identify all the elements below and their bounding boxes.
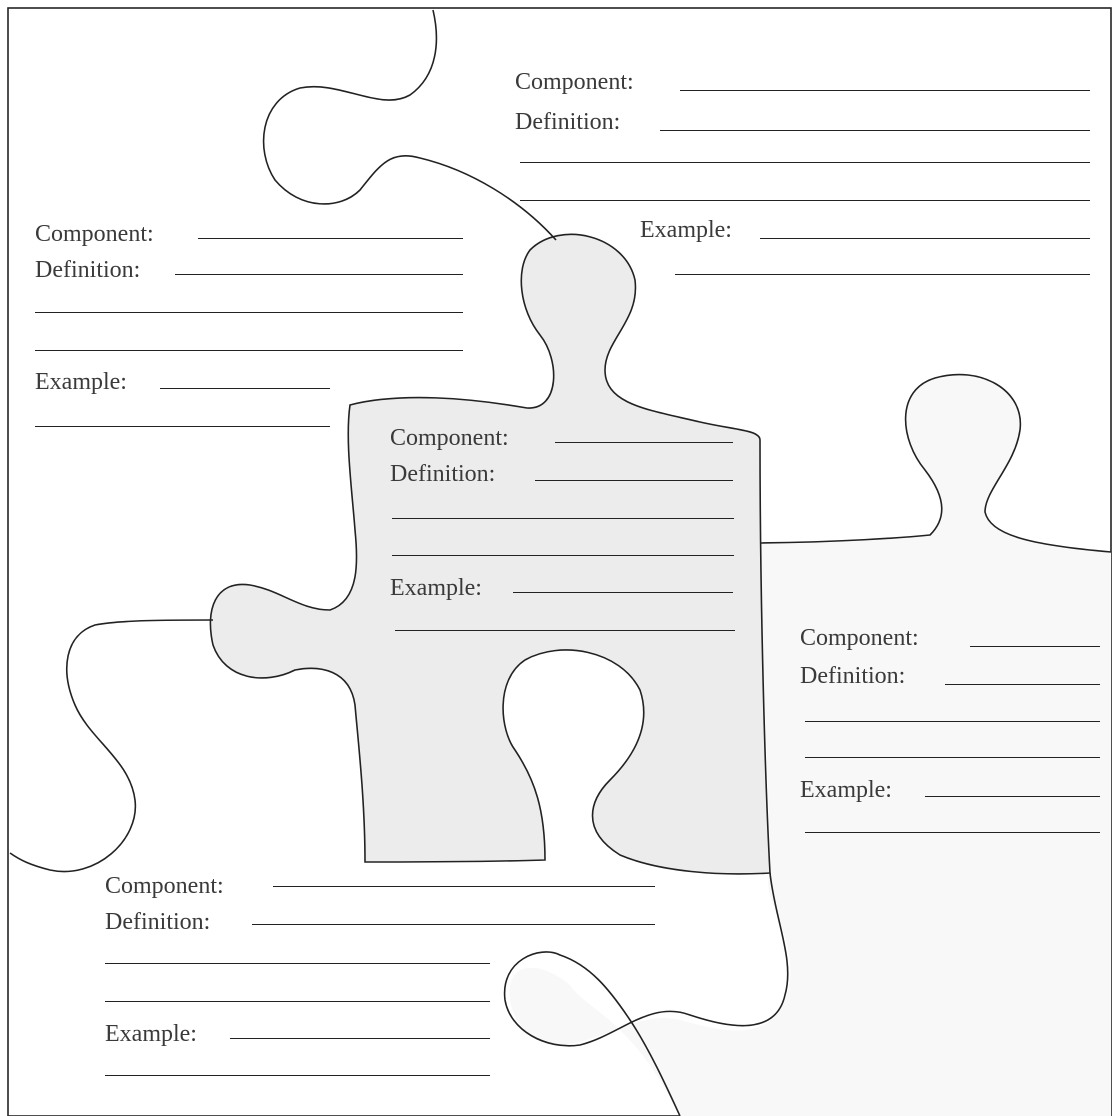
example-blank-line[interactable] bbox=[395, 630, 735, 631]
example-row: Example: bbox=[640, 216, 1095, 252]
definition-blank[interactable] bbox=[945, 684, 1100, 685]
example-blank[interactable] bbox=[760, 238, 1090, 239]
example-blank-line[interactable] bbox=[805, 832, 1100, 833]
definition-row: Definition: bbox=[390, 460, 740, 496]
definition-blank-line[interactable] bbox=[392, 555, 734, 556]
component-label: Component: bbox=[390, 425, 509, 451]
definition-blank-line[interactable] bbox=[520, 200, 1090, 201]
example-row: Example: bbox=[390, 574, 740, 610]
definition-blank-line[interactable] bbox=[35, 312, 463, 313]
component-label: Component: bbox=[35, 221, 154, 247]
component-blank[interactable] bbox=[273, 886, 655, 887]
puzzle-outline-right-knob bbox=[759, 373, 1112, 553]
component-row: Component: bbox=[515, 68, 1095, 104]
definition-row: Definition: bbox=[105, 908, 660, 944]
example-blank-line[interactable] bbox=[675, 274, 1090, 275]
example-label: Example: bbox=[640, 217, 732, 243]
component-row: Component: bbox=[105, 872, 660, 908]
puzzle-piece-center bbox=[209, 233, 771, 875]
example-label: Example: bbox=[390, 575, 482, 601]
definition-row: Definition: bbox=[35, 256, 465, 292]
component-blank[interactable] bbox=[970, 646, 1100, 647]
definition-row: Definition: bbox=[515, 108, 1095, 144]
component-row: Component: bbox=[390, 424, 740, 460]
component-label: Component: bbox=[800, 625, 919, 651]
puzzle-outline-left bbox=[9, 619, 214, 873]
example-blank-line[interactable] bbox=[35, 426, 330, 427]
example-row: Example: bbox=[35, 368, 335, 404]
component-label: Component: bbox=[515, 69, 634, 95]
component-row: Component: bbox=[800, 624, 1105, 660]
example-blank-line[interactable] bbox=[105, 1075, 490, 1076]
component-blank[interactable] bbox=[680, 90, 1090, 91]
example-label: Example: bbox=[800, 777, 892, 803]
definition-blank-line[interactable] bbox=[520, 162, 1090, 163]
definition-blank[interactable] bbox=[535, 480, 733, 481]
example-blank[interactable] bbox=[925, 796, 1100, 797]
definition-blank-line[interactable] bbox=[805, 757, 1100, 758]
definition-label: Definition: bbox=[35, 257, 141, 283]
component-blank[interactable] bbox=[198, 238, 463, 239]
definition-row: Definition: bbox=[800, 662, 1105, 698]
definition-blank-line[interactable] bbox=[105, 963, 490, 964]
definition-blank-line[interactable] bbox=[805, 721, 1100, 722]
definition-blank[interactable] bbox=[175, 274, 463, 275]
definition-label: Definition: bbox=[515, 109, 621, 135]
example-label: Example: bbox=[35, 369, 127, 395]
definition-blank-line[interactable] bbox=[35, 350, 463, 351]
component-blank[interactable] bbox=[555, 442, 733, 443]
example-label: Example: bbox=[105, 1021, 197, 1047]
example-row: Example: bbox=[105, 1020, 495, 1056]
puzzle-piece-right bbox=[509, 374, 1111, 1116]
piece-bottom-left: Component: Definition: Example: bbox=[105, 872, 660, 1092]
puzzle-outline-top bbox=[262, 9, 557, 241]
component-label: Component: bbox=[105, 873, 224, 899]
example-row: Example: bbox=[800, 776, 1105, 812]
component-row: Component: bbox=[35, 220, 465, 256]
definition-label: Definition: bbox=[105, 909, 211, 935]
example-blank[interactable] bbox=[230, 1038, 490, 1039]
definition-label: Definition: bbox=[390, 461, 496, 487]
piece-top-right: Component: Definition: Example: bbox=[515, 68, 1095, 288]
example-blank[interactable] bbox=[513, 592, 733, 593]
puzzle-outline-bottom bbox=[503, 872, 789, 1116]
example-blank[interactable] bbox=[160, 388, 330, 389]
definition-blank-line[interactable] bbox=[392, 518, 734, 519]
definition-blank[interactable] bbox=[252, 924, 655, 925]
piece-left: Component: Definition: Example: bbox=[35, 220, 465, 440]
definition-blank-line[interactable] bbox=[105, 1001, 490, 1002]
definition-label: Definition: bbox=[800, 663, 906, 689]
piece-right: Component: Definition: Example: bbox=[800, 624, 1105, 844]
definition-blank[interactable] bbox=[660, 130, 1090, 131]
piece-center: Component: Definition: Example: bbox=[390, 424, 740, 644]
